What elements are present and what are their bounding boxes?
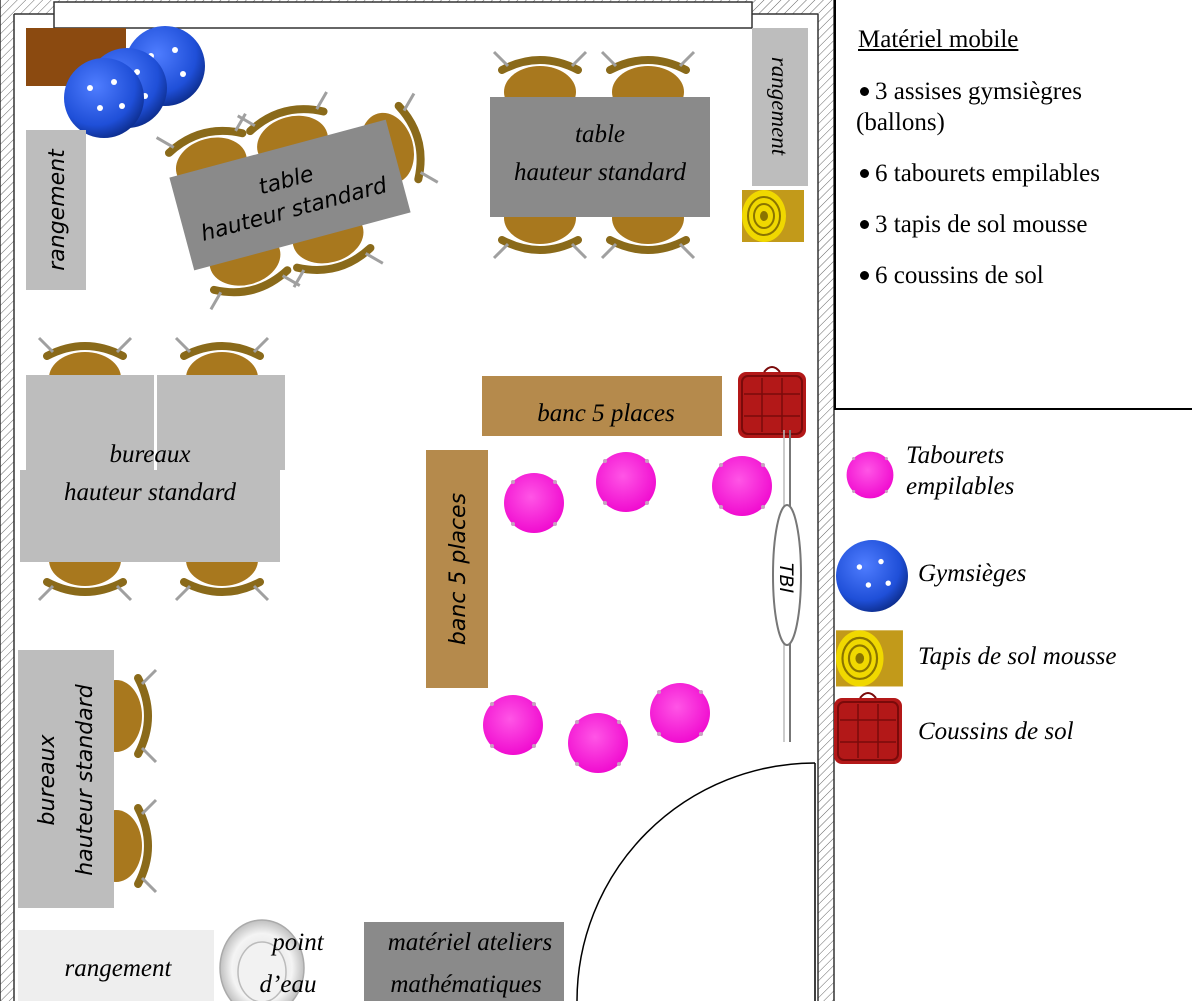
bullet-icon: [860, 86, 869, 96]
desks-bottom-line2: hauteur standard: [73, 683, 98, 876]
interactive-whiteboard: TBI: [772, 430, 802, 742]
legend-foam-mat-label: Tapis de sol mousse: [918, 643, 1117, 670]
floor-cushion: [737, 366, 807, 439]
bench-vertical-label: banc 5 places: [446, 493, 471, 645]
list-item: 6 tabourets empilables: [856, 158, 1174, 189]
gym-ball: [64, 58, 144, 138]
legend-foam-mat-icon: [834, 629, 905, 688]
storage-left: rangement: [26, 130, 86, 290]
legend-stools-line2: empilables: [906, 473, 1015, 500]
mobile-equipment-panel: Matériel mobile 3 assises gymsiègres (bal…: [834, 0, 1192, 410]
equipment-list: 3 assises gymsiègres (ballons) 6 tabouret…: [856, 76, 1174, 311]
math-workshop-line2: mathématiques: [390, 971, 541, 998]
desks-bottom-line1: bureaux: [35, 734, 60, 826]
legend-cushions-label: Coussins de sol: [918, 718, 1074, 745]
stool: [650, 683, 710, 743]
bench-vertical: banc 5 places: [426, 450, 488, 688]
water-point-line2: d’eau: [260, 971, 317, 998]
bench-horizontal: banc 5 places: [482, 376, 722, 436]
list-item: 3 tapis de sol mousse: [856, 209, 1174, 240]
legend-gym-balls-label: Gymsièges: [918, 560, 1027, 587]
storage-left-label: rangement: [45, 148, 70, 271]
legend-stools-label: Tabourets empilables: [906, 440, 1014, 502]
stool: [504, 473, 564, 533]
stool: [483, 695, 543, 755]
water-point-line1: point: [270, 929, 324, 956]
list-item: 6 coussins de sol: [856, 260, 1174, 291]
item-gym-seats-note: (ballons): [856, 109, 945, 136]
table-top-right-line1: table: [575, 121, 625, 148]
desks-bottom: bureaux hauteur standard: [18, 650, 156, 908]
panel-title: Matériel mobile: [858, 26, 1019, 53]
table-top-right: table hauteur standard: [490, 52, 710, 258]
math-workshop-line1: matériel ateliers: [388, 929, 553, 956]
item-cushions: 6 coussins de sol: [875, 262, 1044, 289]
desks-middle-line2: hauteur standard: [64, 479, 236, 506]
stool: [712, 456, 772, 516]
door: [576, 762, 816, 1001]
math-workshop-material: matériel ateliers mathématiques: [364, 922, 564, 1001]
table-top-left: table hauteur standard: [157, 70, 455, 311]
storage-bottom: rangement: [18, 930, 214, 1001]
item-stools: 6 tabourets empilables: [875, 160, 1100, 187]
item-gym-seats: 3 assises gymsiègres: [875, 78, 1082, 105]
legend-cushion-icon: [833, 692, 903, 765]
list-item: 3 assises gymsiègres (ballons): [856, 76, 1174, 138]
storage-top-right: rangement: [752, 28, 808, 186]
stool: [596, 452, 656, 512]
bullet-icon: [860, 270, 869, 280]
storage-top-right-label: rangement: [767, 57, 792, 156]
foam-mat: [741, 189, 805, 243]
bullet-icon: [860, 219, 869, 229]
table-top-right-line2: hauteur standard: [514, 159, 686, 186]
window: [53, 1, 753, 29]
legend-gym-ball-icon: [836, 540, 908, 612]
bullet-icon: [860, 168, 869, 178]
stool: [568, 713, 628, 773]
board-label: TBI: [775, 563, 797, 594]
item-foam-mats: 3 tapis de sol mousse: [875, 211, 1088, 238]
legend-stools-line1: Tabourets: [906, 442, 1005, 469]
water-point: point d’eau: [219, 919, 325, 1001]
storage-bottom-label: rangement: [65, 955, 173, 982]
desks-middle-line1: bureaux: [110, 441, 191, 468]
bench-horizontal-label: banc 5 places: [537, 400, 674, 427]
legend-stool-icon: [846, 451, 894, 499]
desks-middle: bureaux hauteur standard: [20, 338, 285, 600]
